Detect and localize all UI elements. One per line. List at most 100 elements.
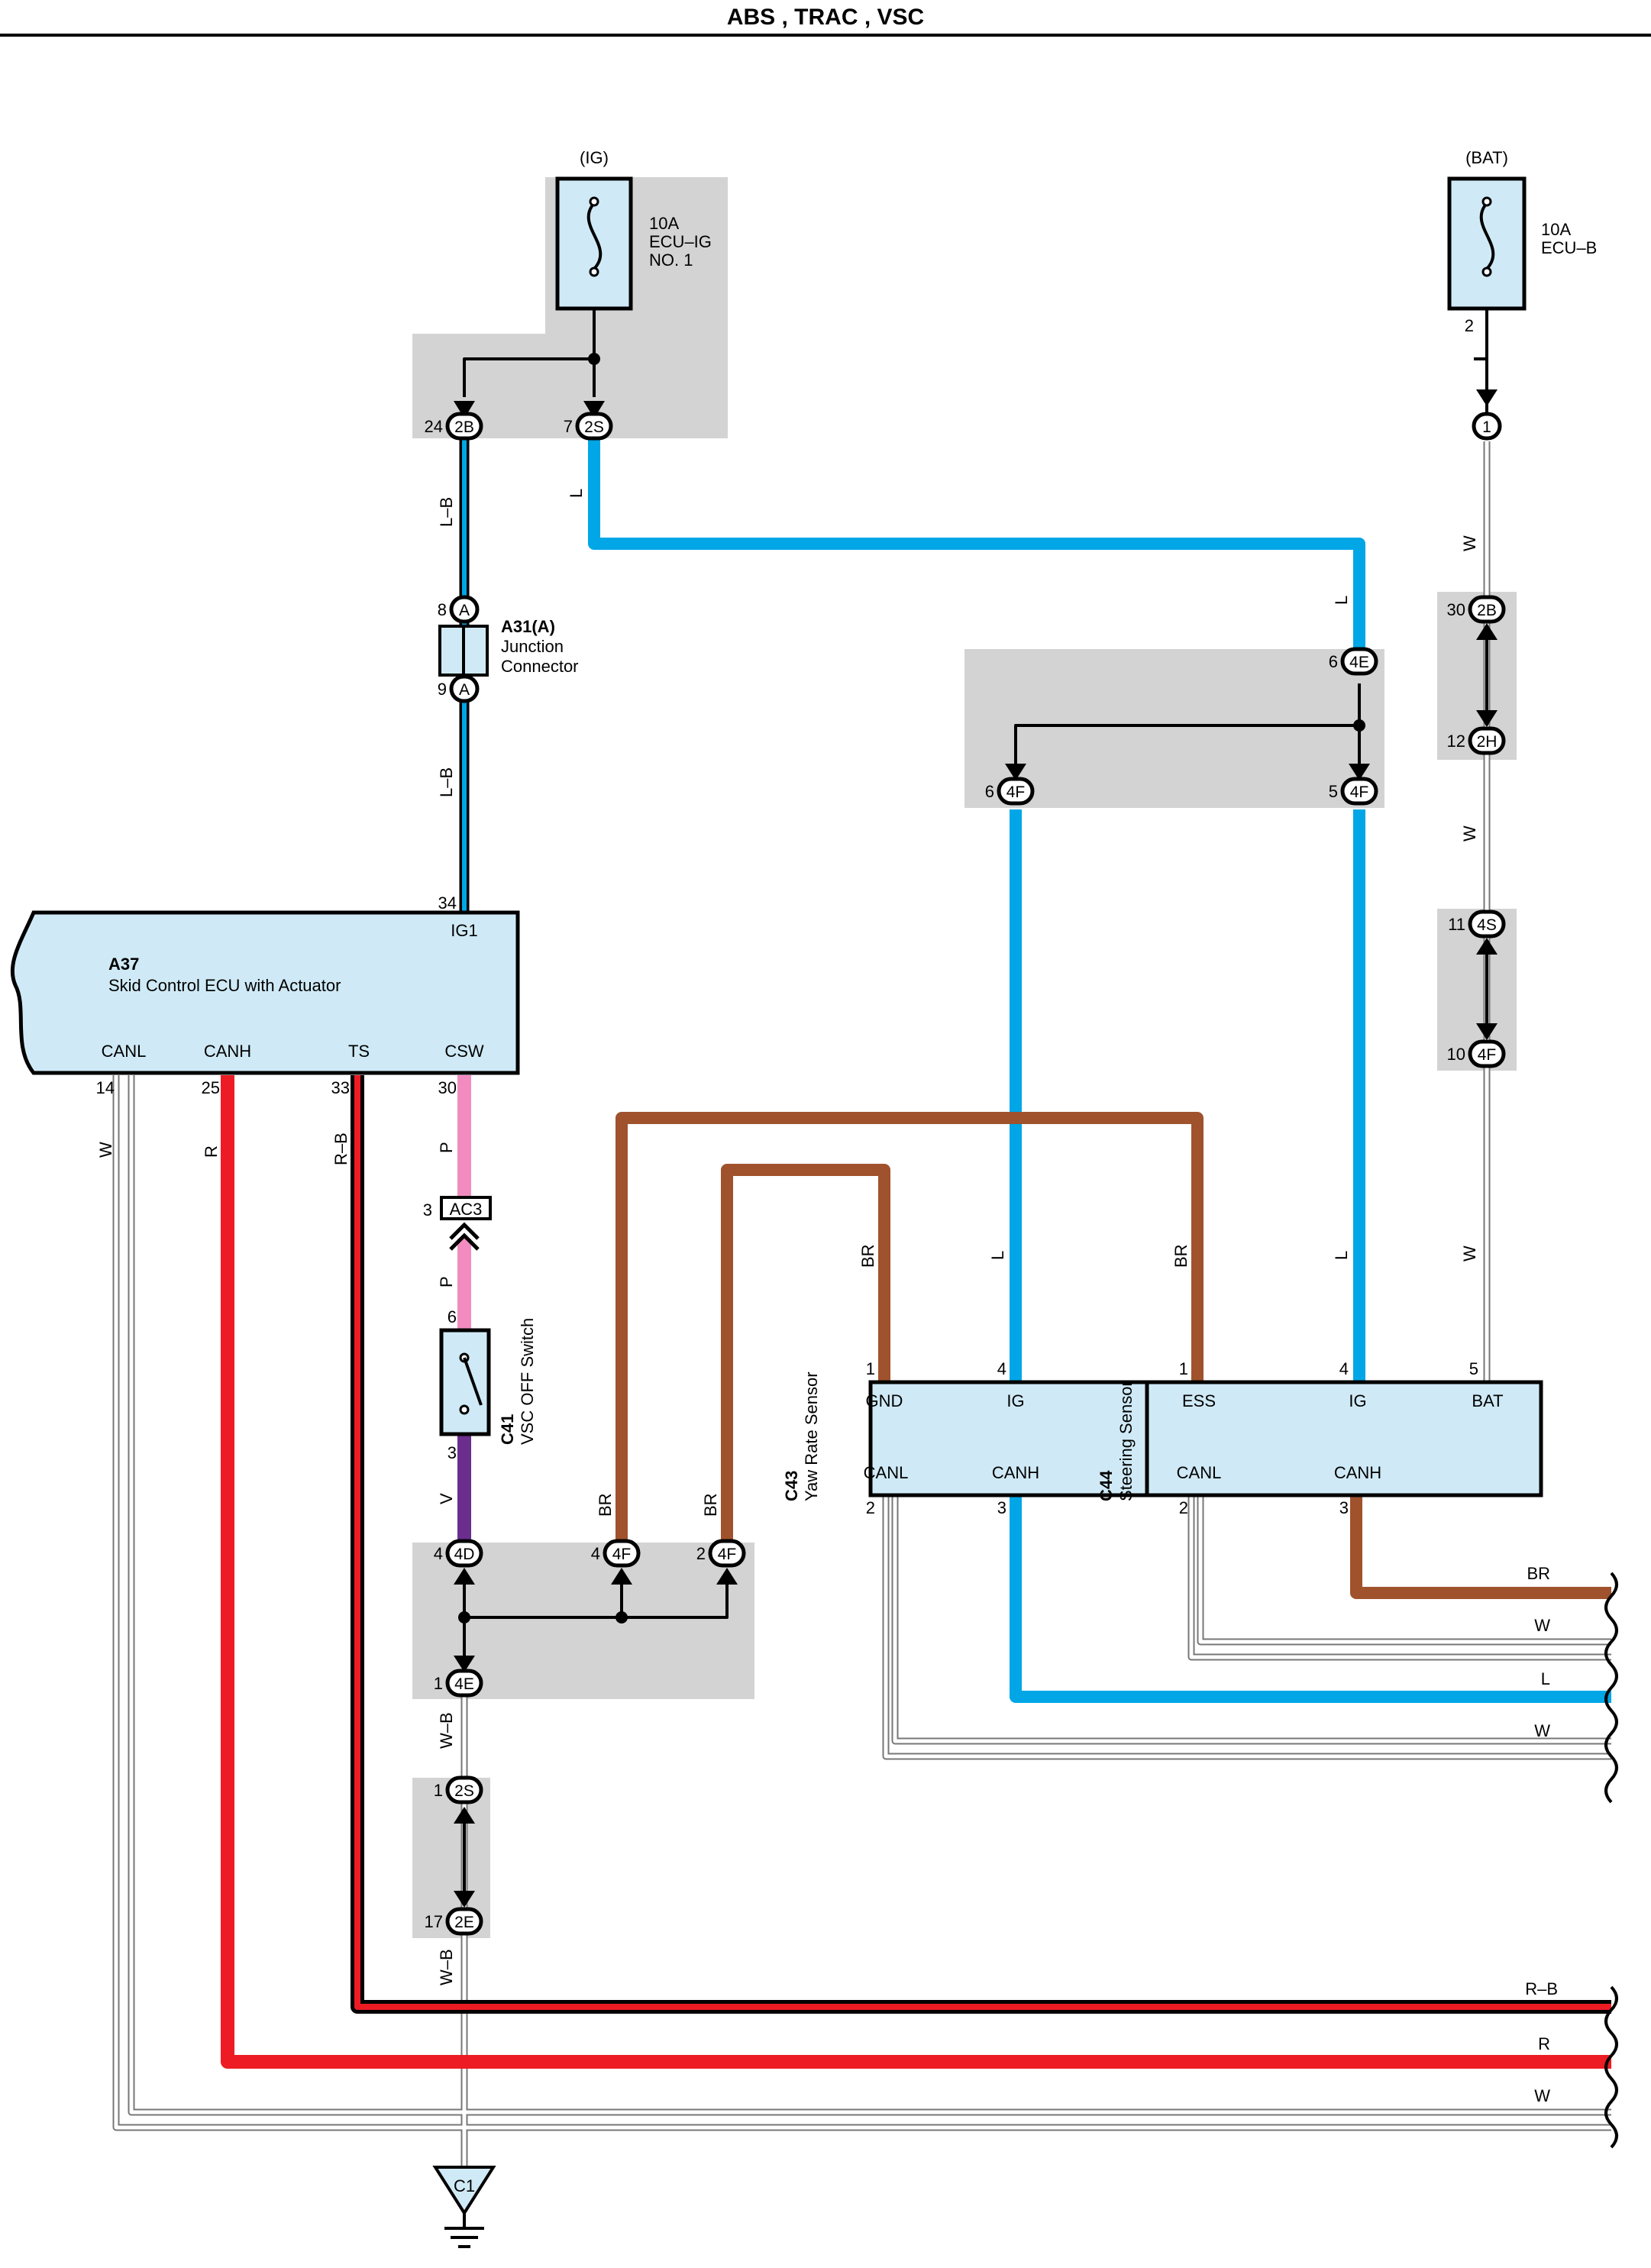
exit-label-7: W [1534,2086,1550,2105]
connector-pin: 4 [434,1544,443,1563]
wire-label-br-3: BR [858,1244,877,1268]
junction-id: A31(A) [501,617,555,636]
ecu-pin-csw: 30 [438,1078,457,1097]
connector-c2S_1: 2S 1 [434,1775,483,1804]
wire-r [221,1075,1611,2069]
connector-code: 4F [718,1546,737,1563]
wire-label-br-4: BR [1171,1244,1191,1268]
wire-label-r: R [202,1145,221,1158]
steer-pin-ig: 4 [1339,1359,1349,1378]
steer-id: C44 [1097,1470,1116,1501]
connector-code: 4F [612,1546,632,1563]
ecu-term-csw: CSW [444,1042,484,1061]
steer-term-ess: ESS [1182,1391,1216,1410]
ecu-pin-canh: 25 [202,1078,220,1097]
ecu-term-ts: TS [348,1042,370,1061]
wire-label-l-4: L [1332,1251,1351,1260]
bat-fuse-amp: 10A [1541,220,1571,239]
connector-code: 1 [1482,418,1491,436]
bat-fuse [1447,176,1527,412]
wire-label-p-1: P [437,1142,456,1153]
connector-c4E_6: 4E6 [1329,647,1378,676]
junction-name-1: Junction [501,637,564,656]
brown-wires [615,1112,1611,1599]
ig-source-label: (IG) [580,148,609,167]
exit-label-1: BR [1527,1564,1550,1583]
ecu-pin-ts: 33 [331,1078,350,1097]
vsc-off-switch [439,1328,491,1436]
wire-label-w-2: W [1460,825,1479,842]
switch-pin-top: 6 [447,1307,457,1326]
wire-label-br-2: BR [701,1493,720,1517]
wire-label-w-4: W [96,1142,115,1158]
steering-sensor-body [1145,1380,1543,1497]
wire-label-l-2: L [1332,596,1351,605]
wire-label-w-3: W [1460,1245,1479,1262]
connector-pin: 7 [564,417,573,436]
wire-label-wb-1: W–B [437,1712,456,1749]
connector-code: 2E [454,1914,474,1931]
ecu-term-ig1: IG1 [451,921,477,940]
wires [112,324,1618,2167]
yaw-term-ig: IG [1006,1391,1024,1410]
connector-code: 4F [1350,783,1369,801]
yaw-term-gnd: GND [866,1391,903,1410]
connector-code: 4D [454,1546,475,1563]
connector-c4D_4: 4D 4 [434,1539,483,1568]
junction-name-2: Connector [501,657,579,676]
yaw-id: C43 [782,1471,801,1501]
blue-wires [588,439,1611,1703]
yaw-pin-gnd: 1 [866,1359,875,1378]
connector-code: 2S [454,1782,474,1800]
ecu-term-canl: CANL [102,1042,147,1061]
yaw-pin-ig: 4 [997,1359,1006,1378]
wire-label-rb: R–B [331,1132,351,1165]
connector-code: 4F [1006,783,1026,801]
connector-c2S_7: 2S 7 [564,412,613,441]
wire-label-w-1: W [1460,535,1479,551]
connector-cA_9: A9 [438,674,480,703]
connector-c4F_4: 4F 4 [591,1539,641,1568]
ecu-pin-canl: 14 [96,1078,115,1097]
yaw-pin-canh: 3 [997,1498,1006,1517]
connector-pin: 2 [696,1544,706,1563]
yaw-term-canl: CANL [864,1463,909,1482]
connector-code: 2B [1477,602,1497,619]
wire-label-lb-2: L–B [437,767,456,797]
connector-c4F_5: 4F 5 [1329,777,1378,806]
page-title: ABS , TRAC , VSC [726,5,925,30]
connector-code: 4S [1477,916,1497,934]
yaw-pin-canl: 2 [866,1498,875,1517]
connector-pin: 12 [1447,732,1465,751]
ground-c1 [432,2166,496,2248]
connector-pin: 1 [434,1781,443,1800]
connector-pin: 5 [1329,782,1338,801]
ecu-id: A37 [108,955,139,974]
wire-label-lb-1: L–B [437,497,456,527]
connector-code: 2S [584,418,604,436]
connector-pin: 8 [438,600,447,619]
connector-code: 4E [1349,654,1369,671]
shaded-groups [412,177,1517,1938]
connector-pin: 6 [985,782,994,801]
cut-marks [1604,1572,1618,2149]
ig-fuse-name: ECU–IG [649,232,712,251]
exit-label-6: R [1538,2034,1550,2053]
ecu-term-canh: CANH [204,1042,251,1061]
title-rule [0,34,1651,37]
steer-term-canh: CANH [1334,1463,1381,1482]
connector-pin: 17 [425,1912,443,1931]
connector-pin: 4 [591,1544,600,1563]
yaw-term-canh: CANH [992,1463,1039,1482]
exit-label-5: R–B [1525,1979,1558,1998]
connector-code: 4E [454,1675,474,1693]
ground-code: C1 [454,2176,475,2195]
wire-label-l-1: L [567,489,586,498]
connector-code: A [459,681,470,699]
